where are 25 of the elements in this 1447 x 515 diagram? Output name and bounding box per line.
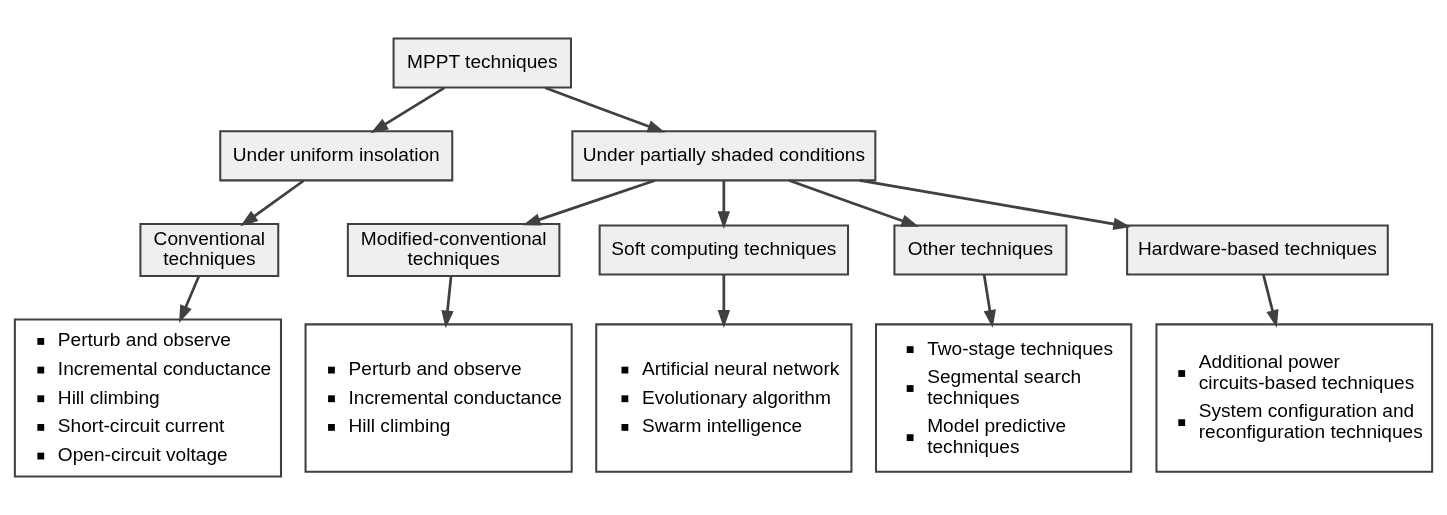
arrow	[982, 274, 996, 328]
node-box: Perturb and observe Incremental conductance Hill climbing	[304, 323, 573, 473]
arrow	[544, 86, 666, 133]
arrow	[179, 275, 201, 324]
arrow	[441, 275, 454, 329]
node-box: Conventional techniques	[139, 223, 280, 277]
arrow	[717, 180, 731, 229]
arrow	[859, 179, 1132, 231]
node-box: Under partially shaded conditions	[571, 130, 877, 182]
node-box: Soft computing techniques	[598, 224, 850, 276]
arrow	[788, 179, 919, 227]
arrow	[1262, 274, 1279, 328]
arrow	[717, 274, 731, 328]
node-box: Artificial neural network Evolutionary algorithm Swarm intelligence	[595, 323, 853, 473]
node-box: Under uniform insolation	[219, 130, 454, 182]
node-box: Modified-conventional techniques	[346, 223, 561, 277]
node-box: MPPT techniques	[392, 37, 572, 89]
node-box: Other techniques	[893, 224, 1068, 276]
node-box: Perturb and observe Incremental conductance Hill climbing Short-circuit current Open-circuit voltage	[13, 318, 282, 478]
arrow	[522, 179, 656, 226]
arrow	[370, 86, 445, 134]
node-box: Additional power circuits-based techniques System configuration and reconfiguration techniques	[1155, 323, 1434, 473]
node-box: Two-stage techniques Segmental search techniques Model predictive techniques	[875, 323, 1133, 473]
node-box: Hardware-based techniques	[1126, 224, 1389, 276]
arrow	[240, 179, 305, 227]
